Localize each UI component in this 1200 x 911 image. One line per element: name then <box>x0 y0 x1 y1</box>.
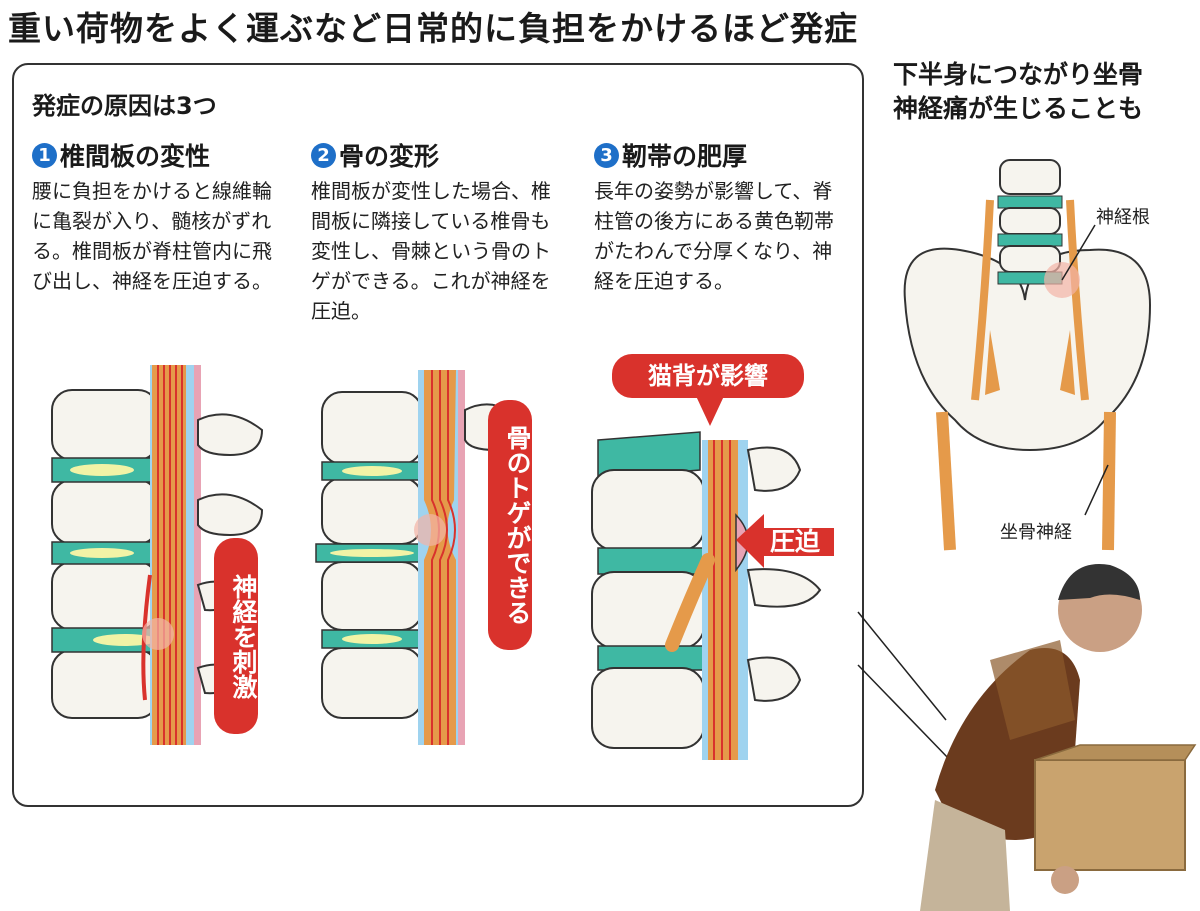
cause-2-description: 椎間板が変性した場合、椎間板に隣接している椎骨も変性し、骨棘という骨のトゲができ… <box>311 179 551 323</box>
cause-3-heading: 3 靭帯の肥厚 <box>594 137 747 173</box>
cause-3-number-badge: 3 <box>594 142 619 168</box>
spine-illustration-ligament-thickening <box>591 396 834 760</box>
cause-1-title: 椎間板の変性 <box>60 142 211 171</box>
sciatica-note-line-2: 神経痛が生じることも <box>893 94 1144 123</box>
page-headline: 重い荷物をよく運ぶなど日常的に負担をかけるほど発症 <box>8 9 858 48</box>
causes-panel-title: 発症の原因は3つ <box>32 92 217 120</box>
cause-1-number-badge: 1 <box>32 142 57 168</box>
cause-3-description: 長年の姿勢が影響して、脊柱管の後方にある黄色靭帯がたわんで分厚くなり、神経を圧迫… <box>594 179 834 293</box>
nerve-stimulus-callout: 神経を刺激 <box>214 538 258 734</box>
cause-2-title: 骨の変形 <box>339 142 440 171</box>
compression-arrow-label: 圧迫 <box>770 527 821 556</box>
sciatic-nerve-label: 坐骨神経 <box>1000 522 1072 543</box>
pelvis-illustration <box>903 159 1152 551</box>
cause-3-title: 靭帯の肥厚 <box>622 142 748 171</box>
spine-illustration-bone-deformation <box>315 370 522 745</box>
cause-1-description: 腰に負担をかけると線維輪に亀裂が入り、髄核がずれる。椎間板が脊柱管内に飛び出し、… <box>32 179 272 293</box>
sciatica-note-line-1: 下半身につながり坐骨 <box>893 60 1144 89</box>
spine-illustration-disc-degeneration <box>51 365 264 745</box>
bone-spur-callout: 骨のトゲができる <box>488 400 532 650</box>
hunchback-callout: 猫背が影響 <box>612 354 804 398</box>
cause-2-heading: 2 骨の変形 <box>311 137 439 173</box>
sciatica-note: 下半身につながり坐骨 神経痛が生じることも <box>893 58 1143 126</box>
cause-1-heading: 1 椎間板の変性 <box>32 137 210 173</box>
cause-2-number-badge: 2 <box>311 142 336 168</box>
nerve-root-label: 神経根 <box>1096 207 1150 228</box>
person-lifting-box-illustration <box>857 564 1197 911</box>
